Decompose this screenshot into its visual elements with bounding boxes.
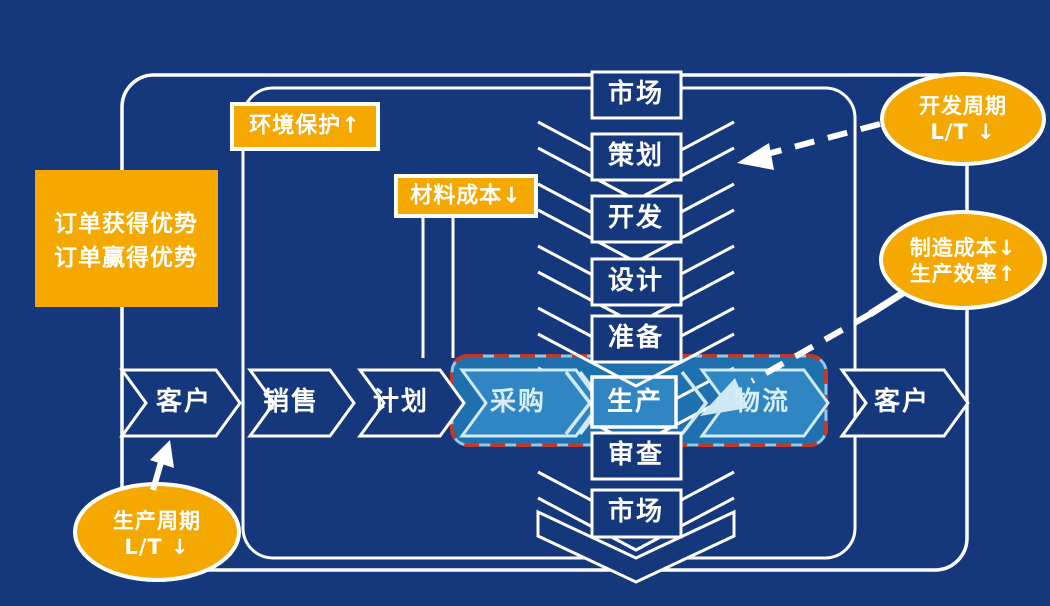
order-advantage-line2: 订单赢得优势 [54, 244, 198, 271]
chevron-customer-left [119, 368, 242, 438]
separator-chevron-a1 [564, 370, 593, 436]
dev-cycle-line2: L/T ↓ [930, 119, 996, 144]
environment-label: 环境保护↑ [249, 113, 361, 139]
vstep-label-review: 审查 [607, 440, 665, 471]
vstep-label-market-top: 市场 [607, 79, 665, 110]
manufacturing-callout-tail [868, 288, 908, 317]
manufacturing-line1: 制造成本↓ [909, 235, 1017, 260]
dev-cycle-dashed-arrow [751, 121, 881, 161]
order-advantage-line1: 订单获得优势 [54, 210, 198, 237]
vstep-box-market-top [590, 70, 683, 120]
manufacturing-line2: 生产效率↑ [909, 261, 1017, 286]
hstep-label-sales: 销售 [262, 387, 320, 418]
material-cost-box [394, 174, 538, 218]
manufacturing-ellipse [879, 210, 1047, 310]
vstep-box-market-bottom [590, 488, 683, 539]
hstep-label-production: 生产 [606, 387, 664, 418]
chevron-procurement [459, 368, 602, 438]
vstep-box-planning [590, 132, 683, 182]
separator-chevron-b [680, 370, 709, 436]
environment-box [230, 102, 380, 151]
vstep-label-planning: 策划 [607, 141, 665, 172]
hstep-label-procurement: 采购 [489, 387, 547, 418]
production-cycle-arrowhead [150, 440, 174, 468]
production-cycle-line1: 生产周期 [113, 508, 201, 533]
chevron-plan [357, 368, 466, 438]
hstep-label-customer-left: 客户 [155, 387, 213, 418]
hstep-label-plan: 计划 [372, 387, 430, 418]
dev-cycle-line1: 开发周期 [919, 93, 1007, 118]
production-cycle-line2: L/T ↓ [124, 534, 190, 559]
manufacturing-dashed-arrow [750, 310, 874, 384]
vstep-box-review [590, 431, 683, 481]
vstep-label-preparation: 准备 [607, 323, 665, 354]
dev-cycle-ellipse [880, 72, 1046, 166]
vstep-box-preparation [590, 314, 683, 364]
vstep-label-development: 开发 [607, 203, 665, 234]
chevron-customer-right [839, 368, 970, 438]
hstep-label-customer-right: 客户 [873, 387, 931, 418]
vstep-box-design [590, 257, 683, 307]
material-cost-label: 材料成本↓ [410, 183, 522, 209]
vstep-label-market-bottom: 市场 [607, 497, 665, 528]
vstep-box-development [590, 194, 683, 244]
order-advantage-box [35, 170, 218, 307]
dev-cycle-arrowhead [737, 143, 774, 170]
chevron-sales [247, 368, 356, 438]
vflow-band-7 [536, 509, 736, 584]
hstep-label-logistics: 物流 [733, 387, 791, 418]
manufacturing-arrowhead [700, 378, 748, 416]
vstep-label-design: 设计 [607, 266, 665, 297]
outer-frame [120, 73, 969, 572]
